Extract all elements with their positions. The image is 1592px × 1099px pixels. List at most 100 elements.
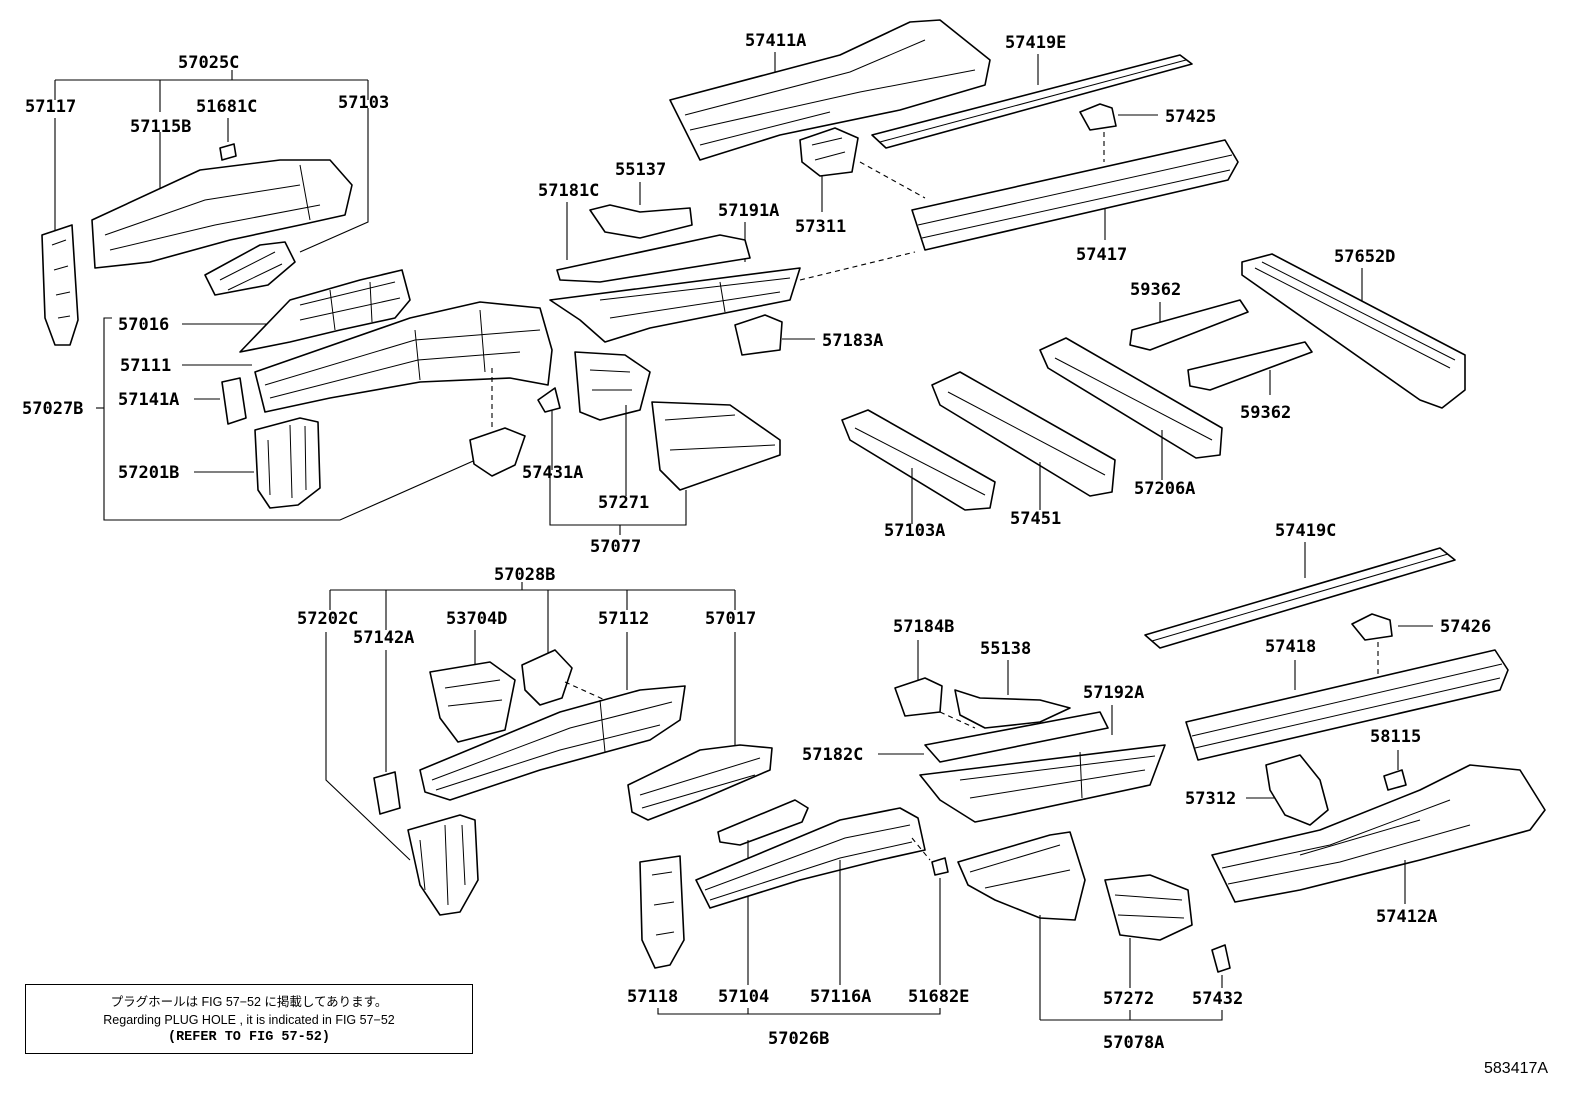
part-57103A [841,409,996,511]
label-57111: 57111 [120,356,171,376]
note-line-english: Regarding PLUG HOLE , it is indicated in… [103,1013,395,1027]
part-55138 [954,689,1071,729]
label-57017: 57017 [705,609,756,629]
part-57425 [1079,103,1117,131]
label-57311: 57311 [795,217,846,237]
part-57103-bracket [204,241,296,296]
label-57272: 57272 [1103,989,1154,1009]
label-57191A: 57191A [718,201,779,221]
label-57077: 57077 [590,537,641,557]
label-57412A: 57412A [1376,907,1437,927]
label-59362-bottom: 59362 [1240,403,1291,423]
label-57202C: 57202C [297,609,358,629]
label-57411A: 57411A [745,31,806,51]
label-57181C: 57181C [538,181,599,201]
part-57312 [1265,754,1329,826]
plug-hole-note: プラグホールは FIG 57−52 に掲載してあります。 Regarding P… [25,984,473,1054]
part-57017 [627,744,773,821]
part-59362-upper [1129,299,1249,351]
label-57451: 57451 [1010,509,1061,529]
label-57426: 57426 [1440,617,1491,637]
part-57412A-rocker [1211,764,1546,903]
label-57206A: 57206A [1134,479,1195,499]
label-57312: 57312 [1185,789,1236,809]
part-57272 [1104,874,1193,941]
part-57411A-rocker [669,19,991,161]
group-bottom-right: 57419C 57426 57418 57184B 55138 57192A 5… [802,521,1546,1053]
part-57417-sill [911,139,1239,251]
part-57118 [639,855,685,969]
label-57027B: 57027B [22,399,83,419]
part-57431A [537,387,561,413]
label-57182C: 57182C [802,745,863,765]
label-57432: 57432 [1192,989,1243,1009]
part-57078A-left [957,831,1086,921]
label-57116A: 57116A [810,987,871,1007]
group-57028B: 57028B 57202C 57142A 53704D 57112 57017 … [297,565,969,1049]
part-58115 [1383,769,1407,791]
part-57184B [894,677,943,717]
label-57016: 57016 [118,315,169,335]
part-55137 [589,204,693,239]
part-51682E [931,857,949,876]
label-57652D: 57652D [1334,247,1395,267]
label-57201B: 57201B [118,463,179,483]
part-57311 [799,127,859,177]
part-57117-plate [41,224,79,346]
label-57078A: 57078A [1103,1033,1164,1053]
label-57026B: 57026B [768,1029,829,1049]
label-57425: 57425 [1165,107,1216,127]
label-57103: 57103 [338,93,389,113]
label-55138: 55138 [980,639,1031,659]
part-57418-sill [1185,649,1509,761]
part-59362-lower [1187,341,1313,391]
label-57142A: 57142A [353,628,414,648]
label-57419C: 57419C [1275,521,1336,541]
part-57141A [221,377,247,425]
part-57181C-floor [556,234,751,283]
label-57418: 57418 [1265,637,1316,657]
part-53704D [429,661,516,743]
part-57652D-crossmember [1241,253,1466,409]
part-57115B-rail [91,159,353,269]
label-58115: 58115 [1370,727,1421,747]
label-57104: 57104 [718,987,769,1007]
part-57271-left [574,351,651,421]
part-57104 [717,799,809,846]
label-57419E: 57419E [1005,33,1066,53]
label-57417: 57417 [1076,245,1127,265]
part-57111-frame [254,301,553,413]
part-57016 [239,269,411,353]
label-51682E: 51682E [908,987,969,1007]
part-57191A-pan [549,267,801,343]
label-53704D: 53704D [446,609,507,629]
note-line-japanese: プラグホールは FIG 57−52 に掲載してあります。 [110,995,388,1009]
label-59362-top: 59362 [1130,280,1181,300]
label-57192A: 57192A [1083,683,1144,703]
part-57271-right [651,401,781,491]
label-57115B: 57115B [130,117,191,137]
group-57025C: 57025C 57117 51681C 57103 57115B 57016 5… [22,53,553,521]
label-57103A: 57103A [884,521,945,541]
label-57112: 57112 [598,609,649,629]
label-57141A: 57141A [118,390,179,410]
part-57142A [373,771,401,815]
part-57451 [931,371,1116,497]
label-57117: 57117 [25,97,76,117]
part-57192A-pan [919,744,1166,823]
part-57182C-floor [924,711,1109,763]
label-51681C: 51681C [196,97,257,117]
label-57431A: 57431A [522,463,583,483]
group-top-right: 57411A 57419E 57425 55137 57181C 57191A … [522,19,1466,557]
label-57184B: 57184B [893,617,954,637]
part-57201B [254,417,321,509]
note-line-refer: (REFER TO FIG 57-52) [167,1030,331,1045]
part-57432 [1211,944,1231,973]
label-57028B: 57028B [494,565,555,585]
label-57025C: 57025C [178,53,239,73]
label-57183A: 57183A [822,331,883,351]
part-57028B-bracket [521,649,573,706]
part-57202C [407,814,479,916]
diagram-reference-code: 583417A [1484,1060,1549,1077]
